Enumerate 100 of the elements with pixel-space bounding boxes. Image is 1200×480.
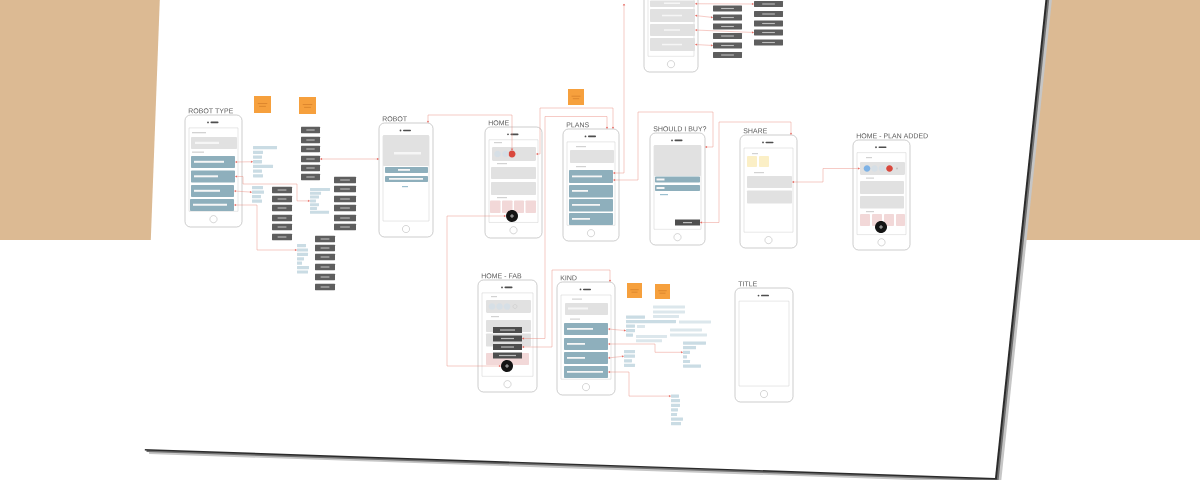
connector: [608, 355, 624, 359]
connector: [700, 121, 792, 224]
tag-chip: [310, 195, 319, 199]
tag-chip: [310, 210, 329, 214]
tag-chip: [683, 346, 696, 350]
option-button: [713, 14, 742, 21]
connector: [608, 328, 626, 332]
tile: [860, 214, 870, 226]
connector: [613, 111, 714, 181]
tag-chip: [683, 341, 706, 345]
tile: [747, 156, 757, 167]
phone-mockup: [643, 0, 699, 73]
tag-chip: [310, 188, 330, 191]
tag-chip: [297, 266, 309, 270]
tag-chip: [297, 257, 304, 261]
list-item: [650, 0, 695, 7]
option-button: [713, 5, 742, 12]
tag-chip: [626, 324, 635, 328]
connector: [446, 215, 506, 367]
tag-chip: [252, 190, 264, 194]
tag-chip: [624, 363, 635, 367]
list-item: [650, 38, 695, 51]
tile: [490, 200, 501, 213]
tag-chip: [683, 359, 690, 364]
connector: [234, 204, 297, 251]
list-item: [650, 24, 695, 36]
tag-chip: [671, 417, 683, 421]
placeholder-block: [654, 145, 701, 176]
tag-chip: [683, 355, 687, 359]
tag-chip: [624, 354, 635, 358]
tag-chip: [310, 207, 317, 210]
tag-chip: [624, 350, 635, 354]
list-item: [655, 176, 700, 183]
placeholder-block: [565, 303, 608, 315]
menu-button: [493, 335, 522, 342]
placeholder-block: [570, 150, 614, 163]
option-button: [754, 39, 783, 46]
tag-chip: [310, 203, 319, 207]
tile: [884, 214, 894, 226]
tag-chip: [626, 315, 645, 319]
placeholder-block: [860, 181, 904, 194]
tag-chip: [310, 199, 316, 203]
tag-chip: [671, 394, 679, 398]
list-item: [564, 352, 608, 364]
list-item: [564, 323, 608, 335]
tag-chip: [297, 244, 306, 248]
tag-chip: [253, 155, 262, 159]
tag-chip: [683, 364, 701, 368]
tag-chip: [253, 160, 262, 164]
tag-chip: [310, 191, 321, 195]
tag-chip: [636, 339, 662, 343]
tile: [514, 200, 524, 213]
tag-chip: [253, 169, 262, 173]
tag-chip: [671, 408, 678, 412]
option-button: [754, 29, 783, 36]
connector: [235, 160, 253, 163]
menu-button: [493, 352, 522, 359]
tag-chip: [626, 329, 635, 333]
tag-chip: [253, 164, 273, 169]
tag-chip: [679, 320, 711, 324]
list-item: [569, 213, 613, 225]
tag-chip: [626, 333, 633, 337]
tag-chip: [253, 146, 277, 150]
tag-chip: [671, 403, 680, 407]
tag-chip: [297, 252, 308, 256]
connector: [695, 2, 754, 5]
connector: [235, 175, 310, 202]
tag-chip: [297, 261, 302, 265]
placeholder-block: [191, 137, 237, 149]
connector: [427, 114, 513, 151]
connector: [522, 269, 611, 348]
tag-chip: [252, 199, 262, 203]
tag-chip: [252, 195, 261, 199]
tag-chip: [671, 412, 677, 417]
connector: [695, 43, 713, 47]
tag-chip: [253, 174, 263, 178]
placeholder-block: [491, 167, 536, 179]
placeholder-block: [383, 135, 429, 166]
placeholder-block: [860, 196, 904, 209]
placeholder-block: [491, 182, 536, 195]
tile: [759, 156, 769, 167]
tile: [525, 200, 536, 213]
tag-chip: [626, 320, 676, 324]
tag-chip: [683, 350, 690, 354]
list-item: [569, 199, 613, 212]
connector: [608, 343, 683, 354]
connector: [792, 167, 860, 183]
connector: [234, 190, 252, 193]
list-item: [564, 338, 608, 350]
tag-chip: [297, 270, 308, 274]
connector: [536, 107, 614, 155]
placeholder-block: [747, 176, 792, 188]
tile: [896, 214, 905, 226]
connector: [695, 14, 713, 19]
connector: [608, 371, 671, 397]
connector: [522, 116, 608, 340]
tag-chip: [671, 399, 680, 403]
list-item: [650, 9, 695, 22]
tag-chip: [297, 248, 308, 252]
tag-chip: [671, 422, 681, 426]
